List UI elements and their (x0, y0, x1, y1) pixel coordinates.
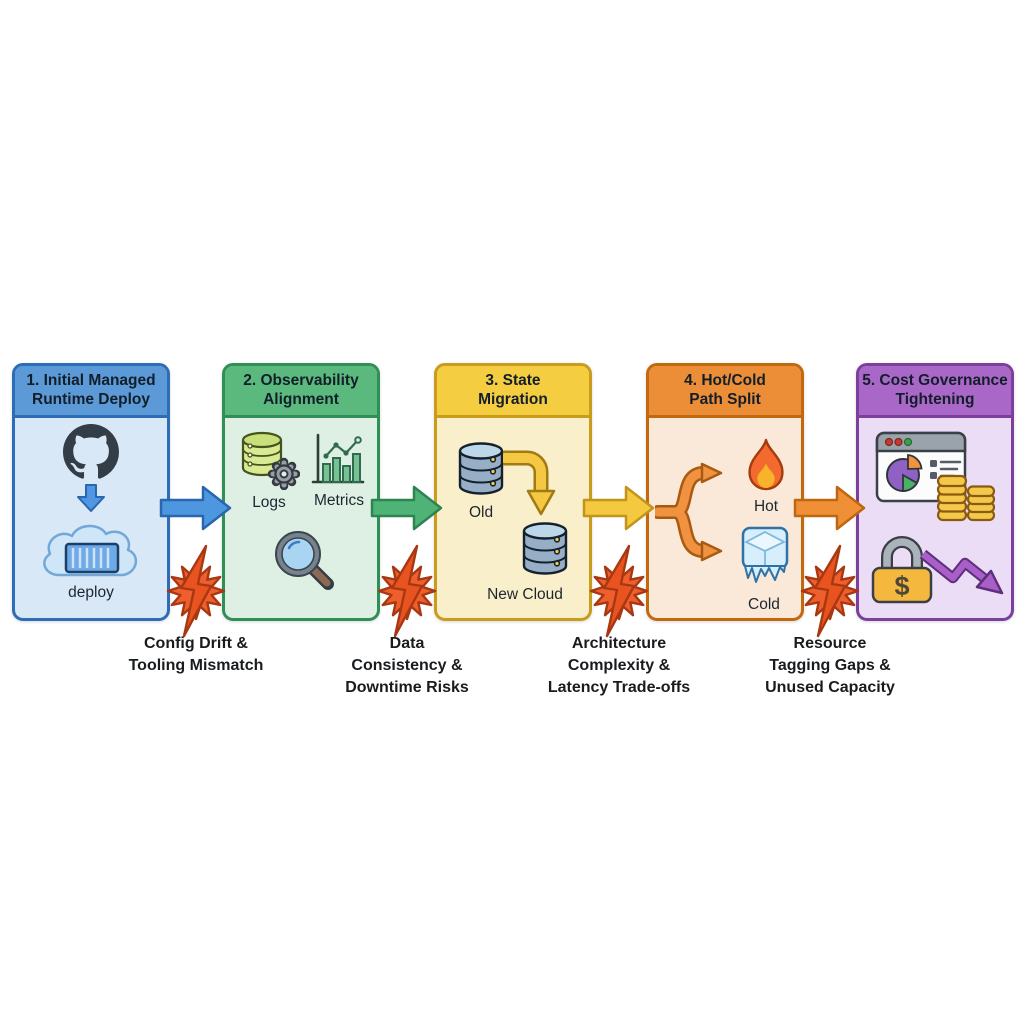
stage-cost-governance-tightening: 5. Cost Governance Tightening (856, 363, 1014, 621)
deploy-caption: deploy (68, 584, 114, 601)
database-old-icon (458, 442, 504, 495)
elbow-arrow-icon (503, 450, 556, 516)
metrics-chart-icon (311, 433, 365, 484)
risk-label-config-drift: Config Drift & Tooling Mismatch (128, 635, 264, 674)
metrics-caption: Metrics (314, 492, 364, 509)
fork-arrow-icon (655, 462, 723, 562)
cost-dashboard-coins-icon (875, 431, 996, 522)
svg-text:$: $ (894, 571, 909, 601)
logs-caption: Logs (252, 494, 286, 511)
cloud-container-icon (43, 524, 138, 577)
flame-icon (748, 438, 784, 491)
stage-3-title: 3. State Migration (478, 371, 548, 408)
stage-observability-alignment: 2. Observability Alignment (222, 363, 380, 621)
hot-caption: Hot (753, 498, 779, 515)
stage-1-body: deploy (15, 418, 167, 624)
stage-4-body: Hot Cold (649, 418, 801, 618)
database-new-icon (522, 522, 568, 575)
stage-2-title: 2. Observability Alignment (243, 371, 359, 408)
dollar-lock-icon (871, 566, 933, 604)
stage-hot-cold-path-split: 4. Hot/Cold Path Split Hot (646, 363, 804, 621)
arrow-down-icon (77, 484, 105, 512)
downtrend-arrow-icon (975, 569, 1004, 595)
stage-3-body: Old New Cloud (437, 418, 589, 618)
stage-2-header: 2. Observability Alignment (225, 366, 377, 418)
stage-1-title: 1. Initial Managed Runtime Deploy (26, 371, 156, 408)
stage-5-body: $ (859, 418, 1011, 630)
new-cloud-caption: New Cloud (487, 586, 563, 603)
dollar-lock-downtrend-icon: $ (871, 536, 1004, 604)
stage-initial-managed-runtime-deploy: 1. Initial Managed Runtime Deploy deploy (12, 363, 170, 621)
connector-arrow-4 (793, 485, 866, 531)
risk-label-architecture-complexity: Architecture Complexity & Latency Trade-… (547, 635, 691, 696)
lightning-burst-icon (377, 544, 437, 638)
old-caption: Old (468, 504, 494, 521)
magnifier-icon (275, 531, 334, 590)
lightning-burst-icon (589, 544, 649, 638)
github-icon (63, 424, 119, 479)
stage-1-header: 1. Initial Managed Runtime Deploy (15, 366, 167, 418)
connector-arrow-1 (159, 485, 232, 531)
ice-cube-icon (741, 526, 789, 583)
stage-4-title: 4. Hot/Cold Path Split (684, 371, 766, 408)
stage-4-header: 4. Hot/Cold Path Split (649, 366, 801, 418)
connector-arrow-2 (370, 485, 443, 531)
stage-state-migration: 3. State Migration Old (434, 363, 592, 621)
lightning-burst-icon (800, 544, 860, 638)
cold-caption: Cold (748, 596, 780, 613)
stage-2-body: Logs Metrics (225, 418, 377, 618)
logs-database-gear-icon (241, 431, 300, 490)
risk-label-resource-tagging: Resource Tagging Gaps & Unused Capacity (765, 635, 895, 696)
risk-label-data-consistency: Data Consistency & Downtime Risks (345, 635, 469, 696)
lightning-burst-icon (166, 544, 226, 638)
stage-5-header: 5. Cost Governance Tightening (859, 366, 1011, 418)
stage-5-title: 5. Cost Governance Tightening (862, 371, 1008, 408)
stage-3-header: 3. State Migration (437, 366, 589, 418)
connector-arrow-3 (582, 485, 655, 531)
